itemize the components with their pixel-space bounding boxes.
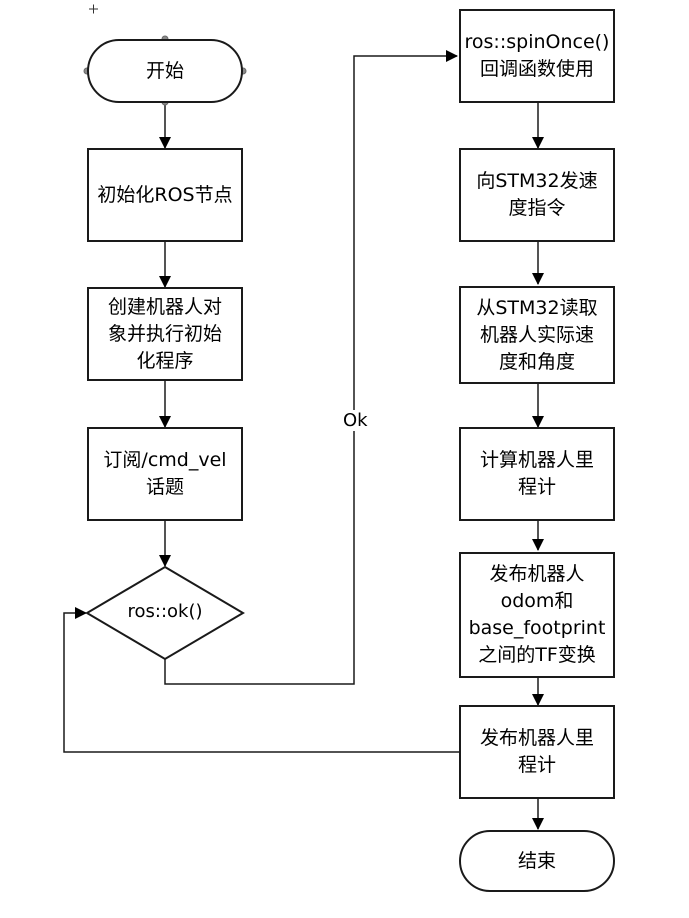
create-robot-box: 创建机器人对 象并执行初始 化程序	[87, 287, 243, 381]
read-stm32-box: 从STM32读取 机器人实际速 度和角度	[459, 286, 615, 384]
init-ros-node-box: 初始化ROS节点	[87, 148, 243, 242]
publish-odom-label: 发布机器人里 程计	[479, 727, 594, 776]
create-robot-label: 创建机器人对 象并执行初始 化程序	[107, 295, 222, 372]
publish-tf-box: 发布机器人 odom和 base_footprint 之间的TF变换	[459, 552, 615, 678]
calc-odom-box: 计算机器人里 程计	[459, 427, 615, 521]
arrow-loop-back	[63, 607, 459, 753]
publish-odom-box: 发布机器人里 程计	[459, 705, 615, 799]
decision-diamond-shape	[85, 565, 245, 661]
calc-odom-label: 计算机器人里 程计	[479, 449, 594, 498]
subscribe-cmd-vel-box: 订阅/cmd_vel 话题	[87, 427, 243, 521]
read-stm32-label: 从STM32读取 机器人实际速 度和角度	[476, 296, 598, 373]
spin-once-label: ros::spinOnce() 回调函数使用	[464, 31, 610, 80]
send-cmd-label: 向STM32发速 度指令	[476, 170, 598, 219]
move-cursor-icon	[89, 4, 98, 14]
end-label: 结束	[517, 849, 556, 872]
start-label: 开始	[145, 59, 184, 82]
decision-label: ros::ok()	[127, 601, 203, 622]
publish-tf-label: 发布机器人 odom和 base_footprint 之间的TF变换	[468, 563, 606, 666]
arrow-ok-branch	[164, 50, 458, 685]
spin-once-box: ros::spinOnce() 回调函数使用	[459, 9, 615, 103]
end-terminal: 结束	[459, 830, 615, 892]
send-cmd-box: 向STM32发速 度指令	[459, 148, 615, 242]
subscribe-cmd-vel-label: 订阅/cmd_vel 话题	[103, 449, 227, 498]
ok-branch-label: Ok	[341, 410, 370, 431]
init-ros-node-label: 初始化ROS节点	[97, 183, 233, 206]
start-terminal: 开始	[87, 39, 243, 103]
